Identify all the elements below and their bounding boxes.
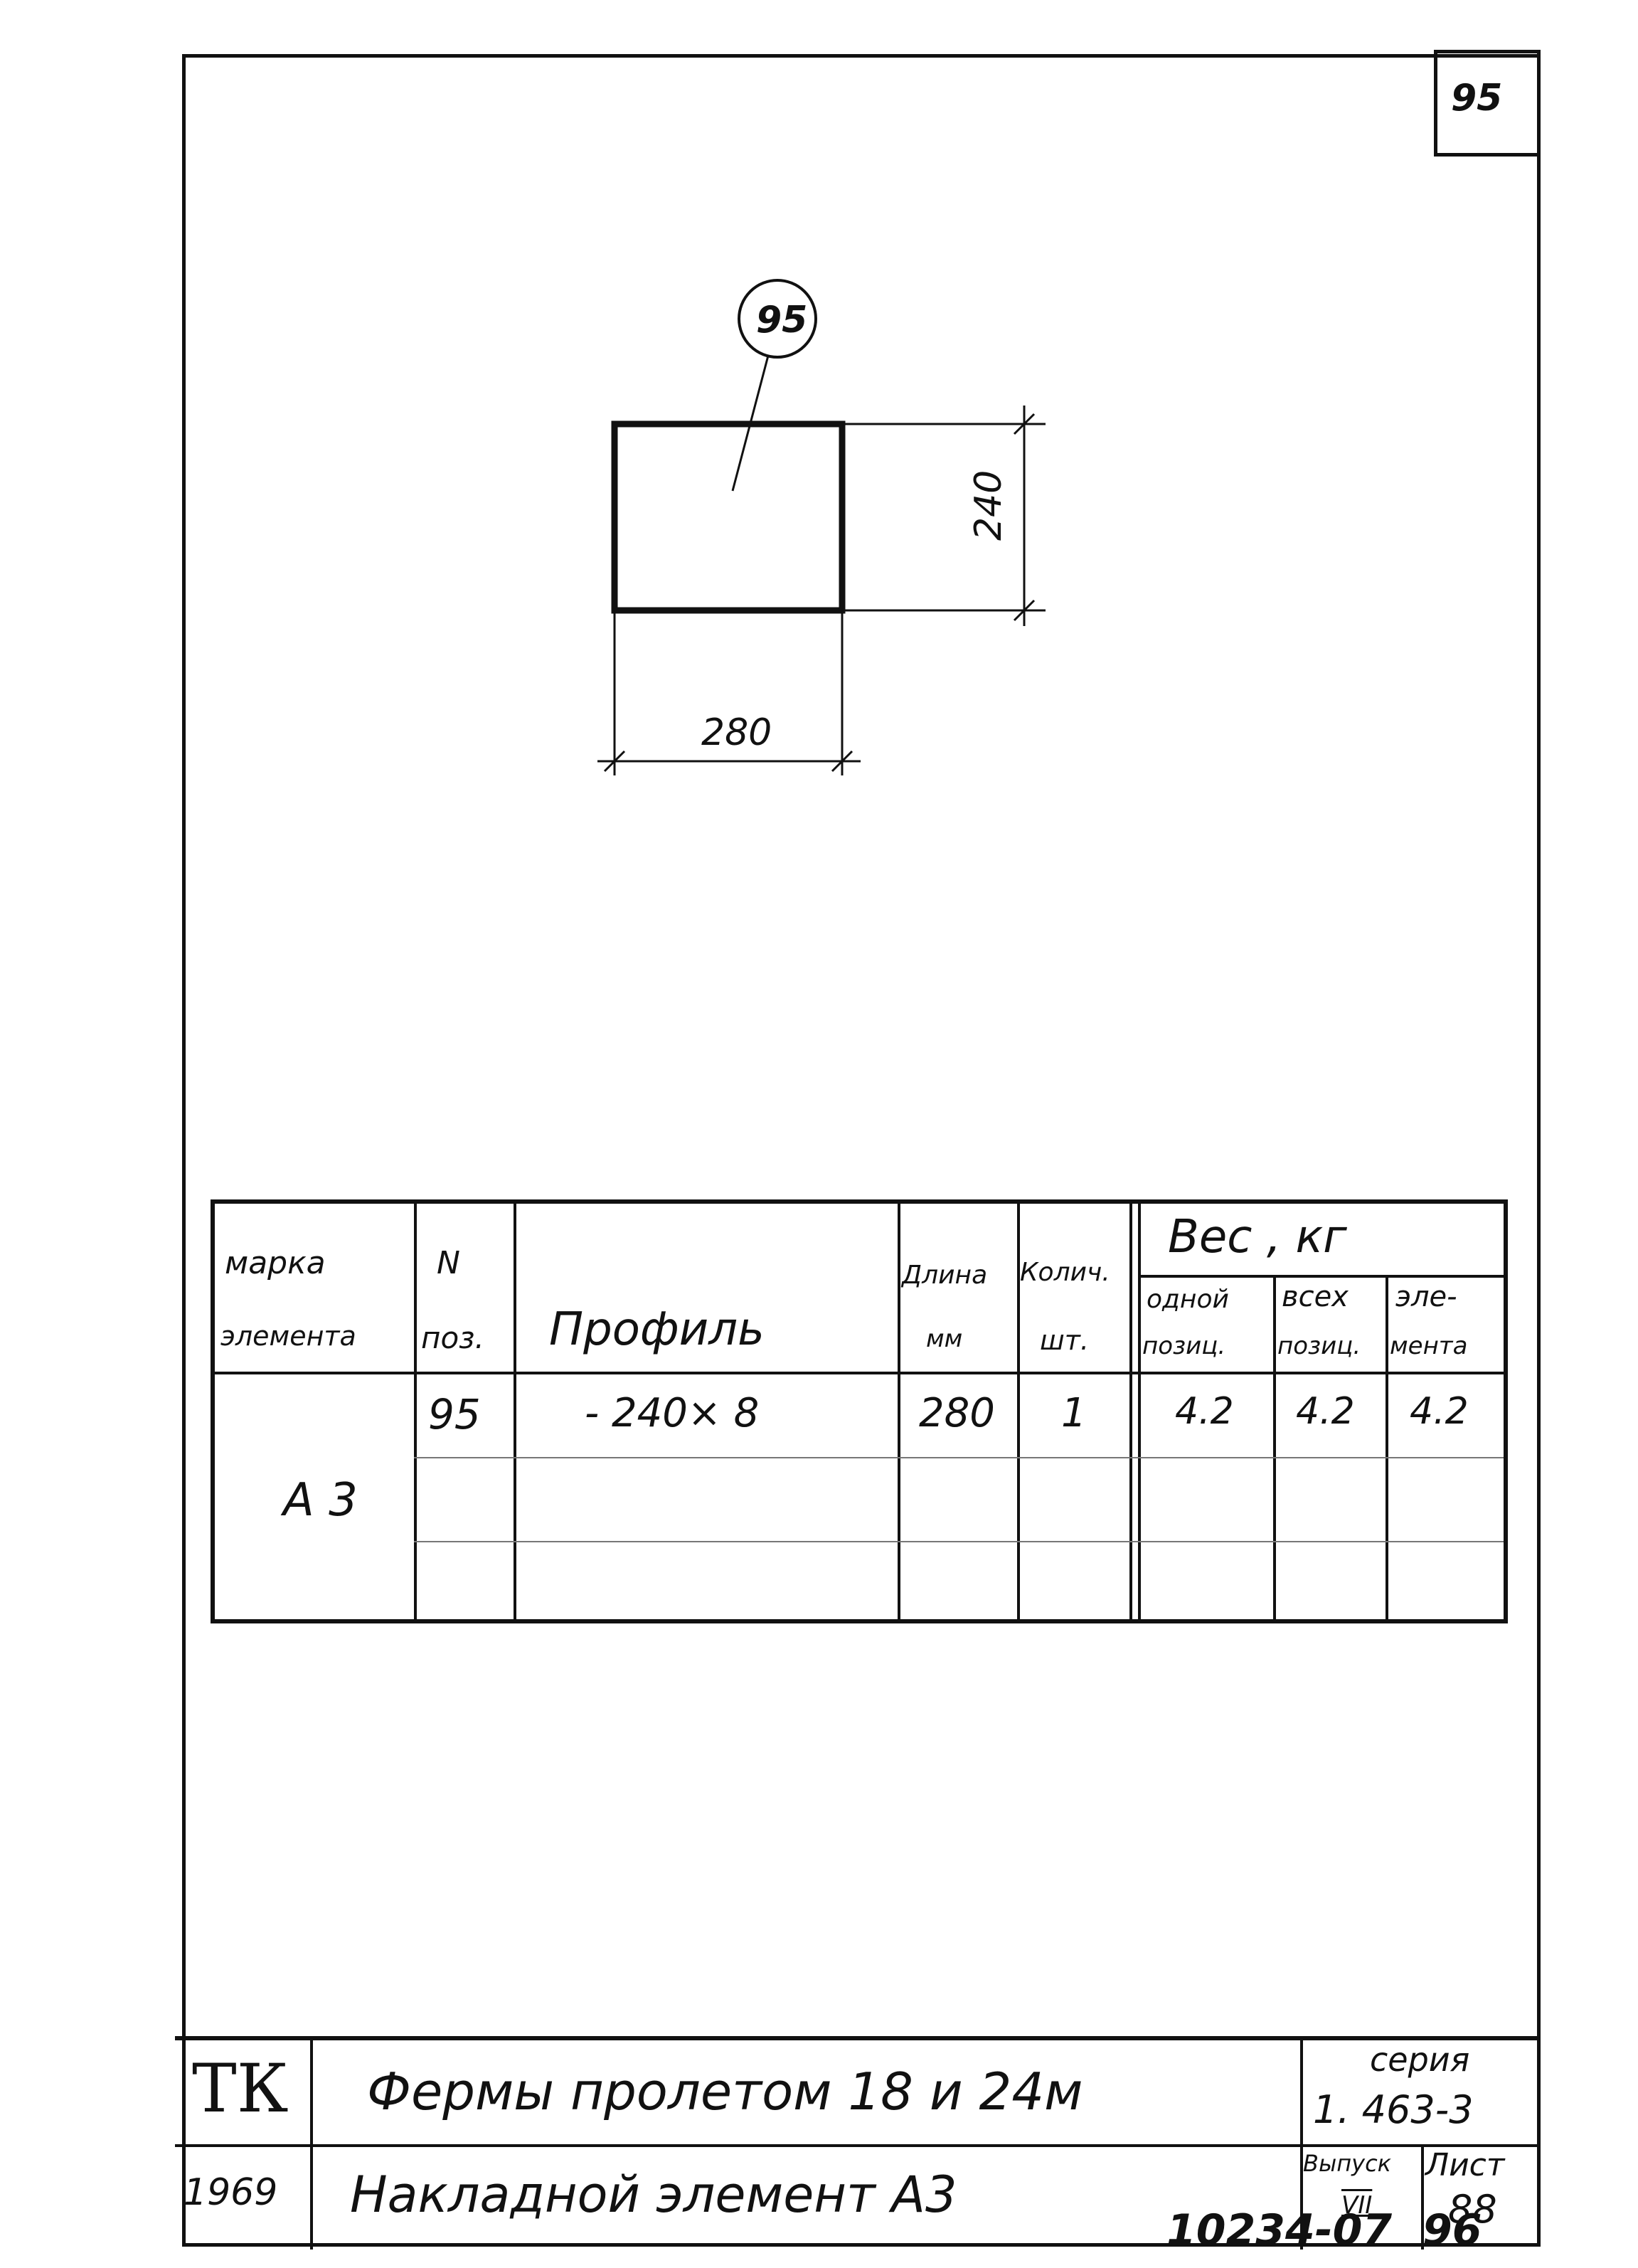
header-weight: Вес , кг [1168,1211,1347,1263]
header-profile: Профиль [549,1303,765,1356]
series-label: серия [1370,2040,1470,2079]
callout-number: 95 [756,299,808,341]
header-weight-elem-1: эле- [1395,1281,1457,1313]
header-weight-all-2: позиц. [1277,1332,1361,1360]
header-qty-1: Колич. [1020,1258,1110,1287]
row-qty: 1 [1061,1390,1087,1436]
plate-drawing [597,279,1046,775]
sheet-value: 88 [1448,2187,1497,2232]
row-weight-one: 4.2 [1175,1390,1234,1433]
header-weight-one-1: одной [1147,1285,1229,1314]
archive-code: 10234-07 [1166,2205,1393,2255]
drawing-subtitle: Накладной элемент А3 [350,2166,957,2224]
page-number: 96 [1422,2205,1482,2255]
issue-label: Выпуск [1303,2150,1391,2177]
row-profile: - 240× 8 [585,1390,760,1436]
sheet-number: 95 [1451,77,1503,120]
sheet-number-box [1434,50,1541,157]
width-dimension-label: 280 [701,711,772,754]
org-label: ТК [192,2050,289,2128]
header-length-2: мм [926,1325,963,1353]
header-length-1: Длина [902,1261,988,1290]
header-mark-2: элемента [220,1320,356,1352]
header-pos-1: N [437,1245,460,1281]
row-weight-elem: 4.2 [1410,1390,1469,1433]
header-weight-one-2: позиц. [1142,1332,1226,1360]
row-mark: А 3 [283,1474,358,1527]
row-weight-all: 4.2 [1296,1390,1355,1433]
drawing-title: Фермы пролетом 18 и 24м [367,2062,1083,2121]
row-length: 280 [919,1390,995,1436]
header-weight-all-1: всех [1282,1281,1349,1313]
height-dimension-label: 240 [967,470,1010,541]
row-pos: 95 [428,1390,481,1438]
header-qty-2: шт. [1040,1325,1089,1356]
sheet-frame [182,54,1541,2247]
issue-value: VII [1341,2191,1373,2220]
year-label: 1969 [184,2171,278,2214]
sheet-label: Лист [1425,2147,1505,2183]
plate-outline [611,420,846,614]
header-pos-2: поз. [421,1320,484,1355]
specification-table: марка элемента N поз. Профиль Длина мм К… [211,1199,1508,1623]
callout-circle [738,279,817,359]
header-weight-elem-2: мента [1390,1332,1468,1360]
series-value: 1. 463-3 [1313,2087,1474,2132]
title-block: ТК 1969 Фермы пролетом 18 и 24м Накладно… [175,2036,1541,2250]
header-mark-1: марка [225,1245,326,1281]
